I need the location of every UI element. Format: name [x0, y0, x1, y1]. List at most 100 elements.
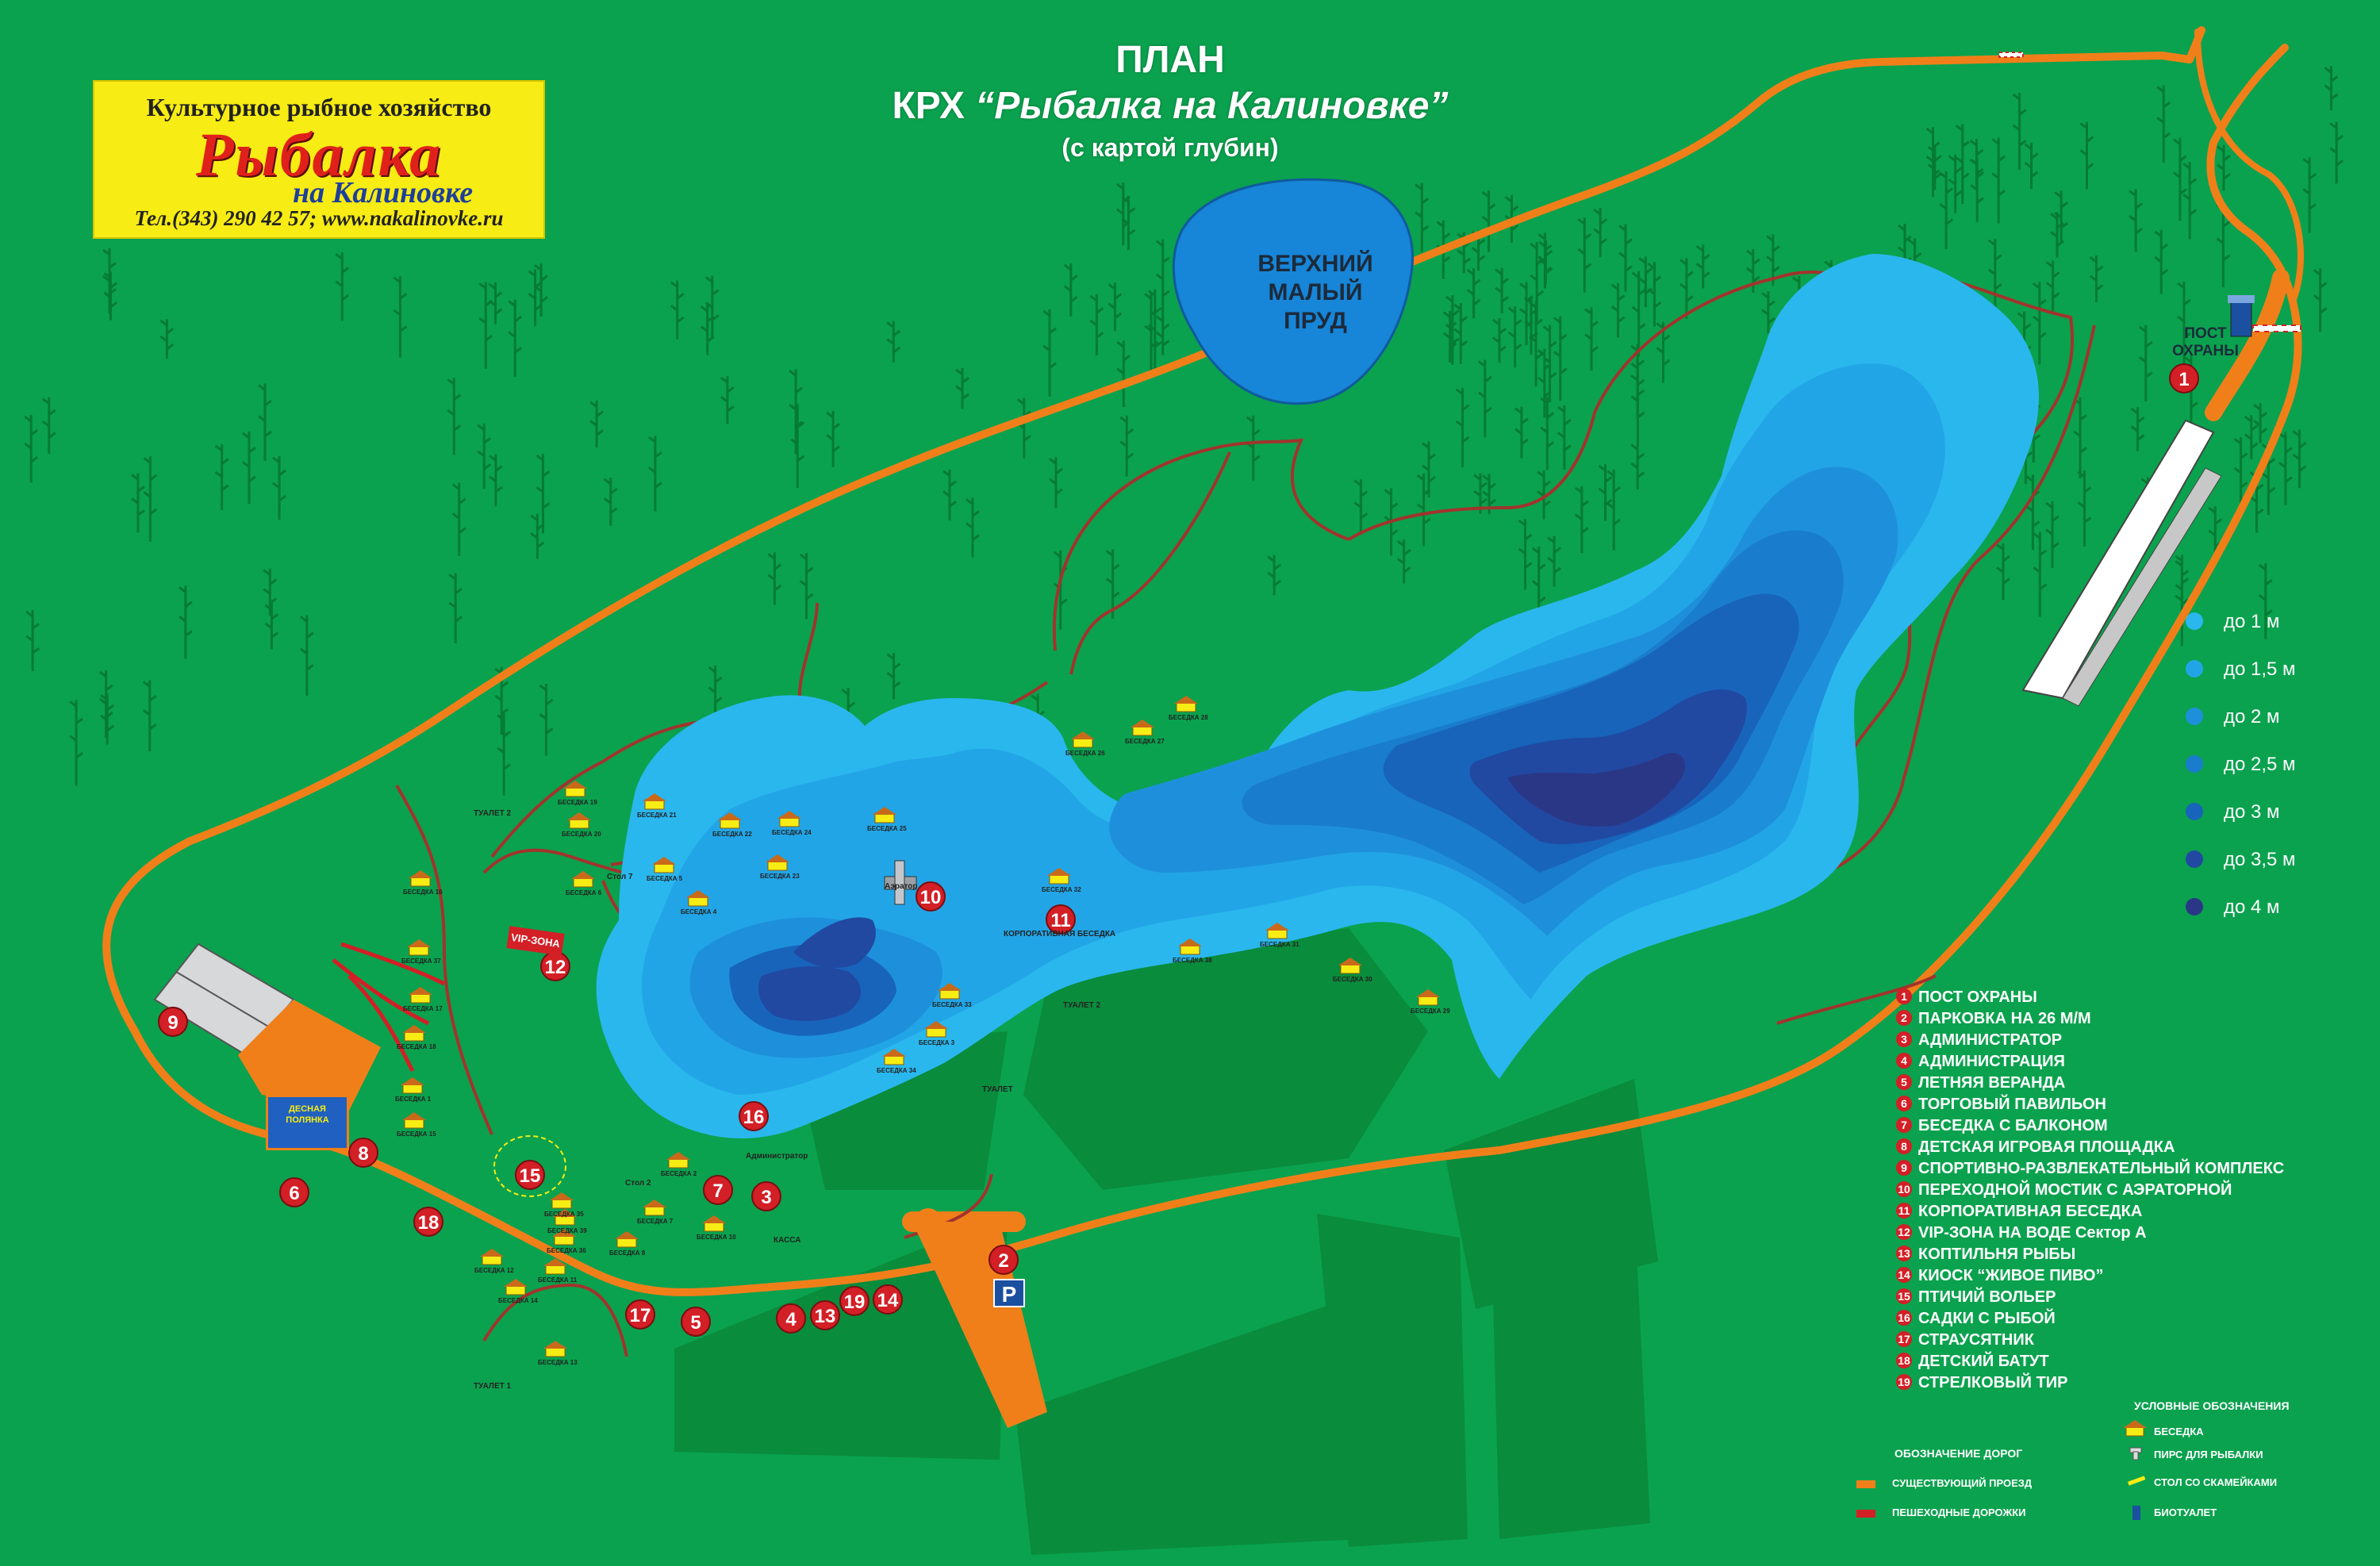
objects-legend-label: КИОСК “ЖИВОЕ ПИВО” — [1918, 1267, 2104, 1284]
brand-logo[interactable]: Культурное рыбное хозяйство Рыбалка на К… — [93, 80, 545, 239]
gazebo-label[interactable]: БЕСЕДКА 17 — [403, 1005, 443, 1012]
table-2-label: Стол 2 — [625, 1179, 651, 1188]
gazebo-label[interactable]: БЕСЕДКА 5 — [647, 875, 683, 882]
objects-legend-label: ДЕТСКИЙ БАТУТ — [1918, 1353, 2049, 1370]
gazebo-label[interactable]: БЕСЕДКА 24 — [772, 829, 812, 836]
gazebo-label[interactable]: БЕСЕДКА 2 — [661, 1170, 697, 1177]
map-badge-4[interactable]: 4 — [776, 1303, 806, 1334]
map-badge-18[interactable]: 18 — [413, 1207, 443, 1237]
map-badge-1[interactable]: 1 — [2169, 363, 2199, 393]
gazebo-label[interactable]: БЕСЕДКА 20 — [562, 831, 601, 838]
gazebo-icon — [1047, 868, 1071, 885]
gazebo-label[interactable]: БЕСЕДКА 13 — [538, 1359, 578, 1366]
gazebo-label[interactable]: БЕСЕДКА 10 — [697, 1234, 736, 1241]
gazebo-label[interactable]: БЕСЕДКА 35 — [544, 1211, 584, 1218]
map-badge-10[interactable]: 10 — [916, 881, 946, 912]
gazebo-label[interactable]: БЕСЕДКА 34 — [877, 1067, 916, 1074]
gazebo-label[interactable]: БЕСЕДКА 11 — [538, 1276, 578, 1284]
gazebo-label[interactable]: БЕСЕДКА 38 — [1173, 957, 1212, 964]
gazebo-label[interactable]: БЕСЕДКА 15 — [397, 1130, 436, 1138]
gazebo-label[interactable]: БЕСЕДКА 37 — [401, 958, 441, 965]
map-badge-17[interactable]: 17 — [625, 1299, 655, 1330]
gazebo-label[interactable]: БЕСЕДКА 26 — [1065, 750, 1105, 757]
gazebo-label[interactable]: БЕСЕДКА 16 — [403, 889, 443, 896]
objects-legend-label: ЛЕТНЯЯ ВЕРАНДА — [1918, 1074, 2066, 1092]
map-badge-8[interactable]: 8 — [348, 1138, 378, 1168]
gazebo-icon — [1174, 696, 1198, 712]
symbols-legend-table: СТОЛ СО СКАМЕЙКАМИ — [2154, 1476, 2278, 1488]
gazebo-icon — [409, 987, 432, 1004]
map-badge-3[interactable]: 3 — [751, 1181, 781, 1211]
gazebo-icon — [666, 1152, 690, 1169]
map-badge-2[interactable]: 2 — [988, 1245, 1019, 1275]
gazebo-label[interactable]: БЕСЕДКА 31 — [1260, 941, 1299, 948]
gazebo-label[interactable]: БЕСЕДКА 3 — [919, 1039, 955, 1046]
gazebo-label[interactable]: БЕСЕДКА 1 — [395, 1096, 432, 1103]
gazebo-label[interactable]: БЕСЕДКА 33 — [932, 1001, 972, 1008]
gazebo-label[interactable]: БЕСЕДКА 7 — [637, 1218, 674, 1225]
walkway-legend-swatch — [1856, 1510, 1875, 1518]
map-badge-12[interactable]: 12 — [540, 951, 570, 981]
cashier-label: КАССА — [774, 1236, 801, 1245]
map-badge-5[interactable]: 5 — [681, 1307, 711, 1337]
toilet-2b-label: ТУАЛЕТ 2 — [1063, 1001, 1101, 1010]
map-subtitle: КРХ “Рыбалка на Калиновке” — [762, 84, 1579, 128]
gazebo-label[interactable]: БЕСЕДКА 32 — [1042, 886, 1081, 893]
objects-legend-number: 9 — [1896, 1160, 1912, 1176]
map-badge-15[interactable]: 15 — [515, 1160, 545, 1190]
gazebo-label[interactable]: БЕСЕДКА 21 — [637, 812, 677, 819]
map-badge-6[interactable]: 6 — [279, 1177, 309, 1207]
gazebo-label[interactable]: БЕСЕДКА 6 — [566, 889, 602, 896]
gazebo-label[interactable]: БЕСЕДКА 27 — [1125, 738, 1165, 745]
gazebo-label[interactable]: БЕСЕДКА 22 — [712, 831, 752, 838]
map-title: ПЛАН — [1115, 39, 1225, 81]
map-badge-11[interactable]: 11 — [1046, 904, 1076, 935]
gazebo-icon — [615, 1231, 639, 1248]
objects-legend-label: VIP-ЗОНА НА ВОДЕ Сектор А — [1918, 1224, 2147, 1242]
objects-legend-number: 11 — [1896, 1203, 1912, 1219]
barrier-top-icon — [1998, 52, 2024, 58]
map-badge-19[interactable]: 19 — [839, 1286, 869, 1316]
gazebo-label[interactable]: БЕСЕДКА 14 — [498, 1297, 538, 1304]
map-badge-14[interactable]: 14 — [873, 1284, 903, 1315]
map-badge-16[interactable]: 16 — [739, 1101, 769, 1131]
gazebo-label[interactable]: БЕСЕДКА 19 — [558, 799, 597, 806]
gazebo-label[interactable]: БЕСЕДКА 23 — [760, 873, 800, 880]
gazebo-label[interactable]: БЕСЕДКА 36 — [547, 1247, 586, 1254]
gazebo-label[interactable]: БЕСЕДКА 28 — [1169, 714, 1208, 721]
gazebo-label[interactable]: БЕСЕДКА 12 — [474, 1267, 514, 1274]
parking-sign[interactable]: P — [993, 1279, 1025, 1307]
map-badge-9[interactable]: 9 — [158, 1007, 188, 1037]
gazebo-label[interactable]: БЕСЕДКА 18 — [397, 1043, 436, 1050]
toilet-legend-icon — [2132, 1506, 2140, 1520]
gazebo-label[interactable]: БЕСЕДКА 25 — [867, 825, 907, 832]
gazebo-label[interactable]: БЕСЕДКА 30 — [1333, 976, 1372, 983]
gazebo-label[interactable]: БЕСЕДКА 4 — [681, 908, 717, 915]
gazebo-label[interactable]: БЕСЕДКА 29 — [1411, 1008, 1450, 1015]
gazebo-label[interactable]: БЕСЕДКА 8 — [609, 1249, 646, 1257]
gazebo-label[interactable]: БЕСЕДКА 39 — [547, 1227, 587, 1234]
map-badge-7[interactable]: 7 — [703, 1175, 733, 1205]
map-badge-13[interactable]: 13 — [810, 1300, 840, 1330]
main-lake — [596, 254, 2039, 1138]
gazebo-icon — [550, 1192, 574, 1209]
